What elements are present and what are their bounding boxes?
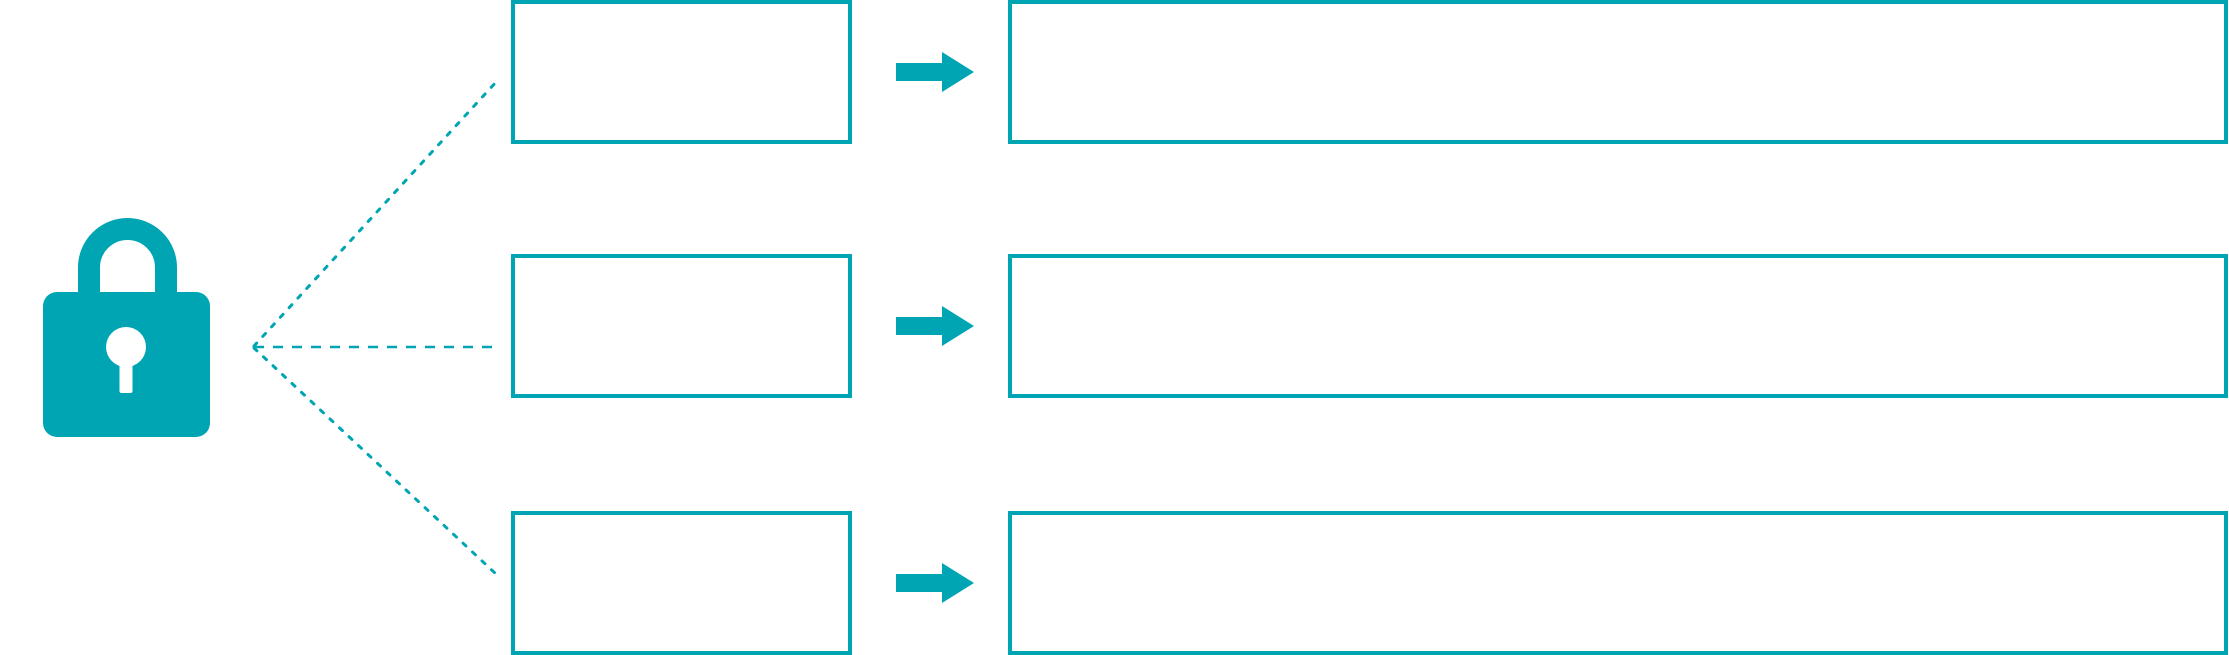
connector-line-top [252,79,499,348]
label-box-3 [511,511,852,655]
right-arrow-icon-1 [896,52,974,92]
right-arrow-icon-3 [896,563,974,603]
label-box-1 [511,0,852,144]
connector-line-bottom [252,346,498,576]
label-box-2 [511,254,852,398]
description-box-2 [1008,254,2228,398]
description-box-3 [1008,511,2228,655]
right-arrow-icon-2 [896,306,974,346]
description-box-1 [1008,0,2228,144]
lock-icon [43,218,210,437]
